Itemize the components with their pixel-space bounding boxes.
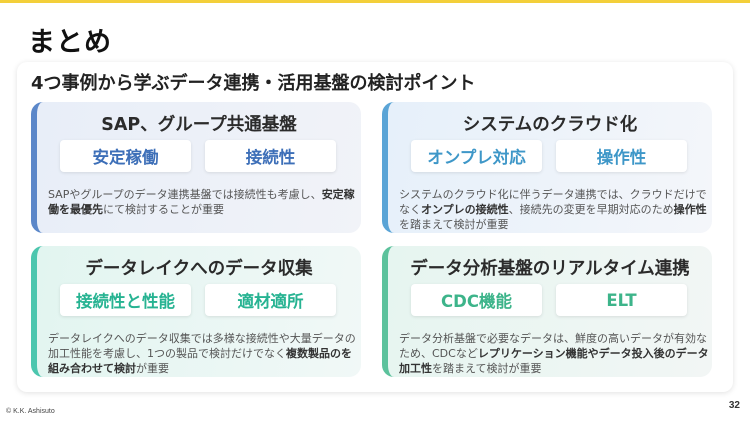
chip-connectivity-performance: 接続性と性能 — [60, 284, 191, 316]
panel-title: 4つ事例から学ぶデータ連携・活用基盤の検討ポイント — [31, 73, 476, 94]
chip-right-tool: 適材適所 — [205, 284, 336, 316]
description-text: を踏まえて検討が重要 — [432, 362, 542, 375]
description-text: にて検討することが重要 — [103, 203, 224, 216]
page-number: 32 — [728, 400, 740, 411]
card-sap-group-platform: SAP、グループ共通基盤 安定稼働 接続性 SAPやグループのデータ連携基盤では… — [31, 102, 361, 233]
card-data-lake-collection: データレイクへのデータ収集 接続性と性能 適材適所 データレイクへのデータ収集で… — [31, 246, 361, 377]
chip-elt: ELT — [556, 284, 687, 316]
card-cloud-migration: システムのクラウド化 オンプレ対応 操作性 システムのクラウド化に伴うデータ連携… — [382, 102, 712, 233]
chip-onprem-support: オンプレ対応 — [411, 140, 542, 172]
summary-panel: 4つ事例から学ぶデータ連携・活用基盤の検討ポイント SAP、グループ共通基盤 安… — [17, 62, 733, 392]
description-text: SAPやグループのデータ連携基盤では接続性も考慮し、 — [48, 188, 322, 201]
card-title: データ分析基盤のリアルタイム連携 — [410, 259, 690, 279]
chip-usability: 操作性 — [556, 140, 687, 172]
description-text: が重要 — [136, 362, 169, 375]
emphasis-text: やデータ投入後のデータ加工性 — [399, 347, 709, 375]
description-text: を踏まえて検討が重要 — [399, 218, 509, 231]
card-description: データ分析基盤で必要なデータは、鮮度の高いデータが有効なため、CDCなどレプリケ… — [399, 331, 709, 376]
chip-connectivity: 接続性 — [205, 140, 336, 172]
chip-cdc: CDC機能 — [411, 284, 542, 316]
copyright: © K.K. Ashisuto — [6, 408, 55, 415]
chip-stable-operation: 安定稼働 — [60, 140, 191, 172]
description-text: システムのクラウド化に伴うデータ連携では、クラウドだけでなく — [399, 188, 707, 216]
card-title: SAP、グループ共通基盤 — [101, 115, 297, 135]
emphasis-text: 複数製品のを組み合わせて検討 — [48, 347, 352, 375]
emphasis-text: 操作性 — [673, 203, 707, 216]
top-accent-bar — [0, 0, 750, 3]
page-title: まとめ — [28, 27, 112, 58]
card-description: システムのクラウド化に伴うデータ連携では、クラウドだけでなくオンプレの接続性、接… — [399, 187, 709, 232]
description-text: 、接続先の変更を早期対応のため — [508, 203, 674, 216]
emphasis-text: レプリケーション機能 — [477, 347, 588, 360]
card-title: データレイクへのデータ収集 — [85, 259, 313, 279]
card-realtime-analytics: データ分析基盤のリアルタイム連携 CDC機能 ELT データ分析基盤で必要なデー… — [382, 246, 712, 377]
card-description: SAPやグループのデータ連携基盤では接続性も考慮し、安定稼働を最優先にて検討する… — [48, 187, 358, 217]
description-text: データレイクへのデータ収集では多様な接続性や大量データの加工性能を考慮し、1つの… — [48, 332, 356, 360]
emphasis-text: オンプレの接続性 — [421, 203, 509, 216]
emphasis-text: 安定稼働を最優先 — [48, 188, 355, 216]
card-description: データレイクへのデータ収集では多様な接続性や大量データの加工性能を考慮し、1つの… — [48, 331, 358, 376]
card-title: システムのクラウド化 — [462, 115, 638, 135]
description-text: データ分析基盤で必要なデータは、鮮度の高いデータが有効なため、CDCなど — [399, 332, 707, 360]
